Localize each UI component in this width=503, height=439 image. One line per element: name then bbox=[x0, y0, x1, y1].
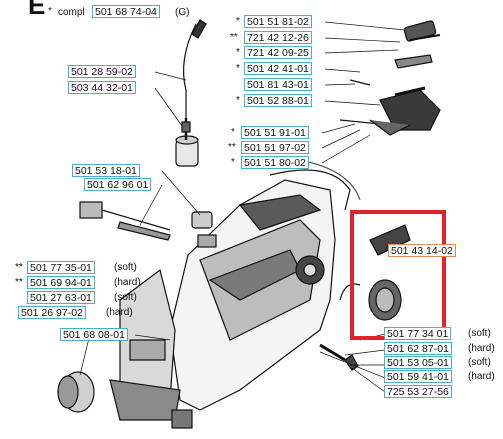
part-number[interactable]: 501 77 35-01 bbox=[27, 261, 95, 274]
fuel-cap-fitting bbox=[79, 201, 103, 219]
part-mark: ** bbox=[228, 142, 236, 153]
part-number[interactable]: 503 44 32-01 bbox=[68, 81, 136, 94]
part-number-compl[interactable]: 501 68 74-04 bbox=[92, 5, 160, 18]
part-mark: * bbox=[231, 127, 235, 138]
part-number[interactable]: 721 42 12-26 bbox=[244, 31, 312, 44]
part-mark: * bbox=[236, 16, 240, 27]
part-note: (hard) bbox=[468, 371, 495, 382]
part-mark: ** bbox=[15, 262, 23, 273]
part-note: (hard) bbox=[468, 343, 495, 354]
part-number[interactable]: 501 59 41-01 bbox=[384, 370, 452, 383]
part-mark: * bbox=[236, 47, 240, 58]
part-number-highlighted[interactable]: 501 43 14-02 bbox=[388, 244, 456, 257]
part-number[interactable]: 501 53 18-01 bbox=[72, 164, 140, 177]
part-number[interactable]: 501 69 94-01 bbox=[27, 276, 95, 289]
part-number[interactable]: 501 77 34 01 bbox=[384, 327, 452, 340]
part-number[interactable]: 501 51 91-01 bbox=[241, 126, 309, 139]
compl-label: compl bbox=[58, 7, 85, 18]
part-number[interactable]: 501 42 41-01 bbox=[244, 62, 312, 75]
fuel-hose-line bbox=[182, 23, 197, 118]
part-mark: ** bbox=[230, 32, 238, 43]
part-number[interactable]: 501 26 97-02 bbox=[18, 306, 86, 319]
compl-suffix: (G) bbox=[175, 7, 190, 18]
part-mark: * bbox=[236, 63, 240, 74]
part-note: (soft) bbox=[468, 328, 491, 339]
compl-star: * bbox=[48, 6, 52, 17]
part-note: (soft) bbox=[114, 262, 137, 273]
part-note: (hard) bbox=[114, 277, 141, 288]
part-number[interactable]: 501 27 63-01 bbox=[27, 291, 95, 304]
part-number[interactable]: 725 53 27-56 bbox=[384, 385, 452, 398]
part-number[interactable]: 501 68 08-01 bbox=[60, 328, 128, 341]
highlight-box bbox=[350, 210, 446, 340]
part-number[interactable]: 501 62 87-01 bbox=[384, 342, 452, 355]
part-number[interactable]: 501 51 80-02 bbox=[241, 156, 309, 169]
part-number[interactable]: 501 62 96 01 bbox=[84, 178, 152, 191]
part-number[interactable]: 721 42 09-25 bbox=[244, 46, 312, 59]
part-number[interactable]: 501 51 81-02 bbox=[244, 15, 312, 28]
part-note: (soft) bbox=[468, 357, 491, 368]
part-note: (hard) bbox=[106, 307, 133, 318]
part-note: (soft) bbox=[114, 292, 137, 303]
part-number[interactable]: 501 52 88-01 bbox=[244, 94, 312, 107]
part-number[interactable]: 501 81 43-01 bbox=[244, 78, 312, 91]
part-number[interactable]: 501 28 59-02 bbox=[68, 65, 136, 78]
part-number[interactable]: 501 53 05-01 bbox=[384, 356, 452, 369]
section-letter: E bbox=[28, 0, 46, 20]
part-mark: * bbox=[236, 95, 240, 106]
part-number[interactable]: 501 51 97-02 bbox=[241, 141, 309, 154]
part-mark: ** bbox=[15, 277, 23, 288]
part-mark: * bbox=[231, 157, 235, 168]
